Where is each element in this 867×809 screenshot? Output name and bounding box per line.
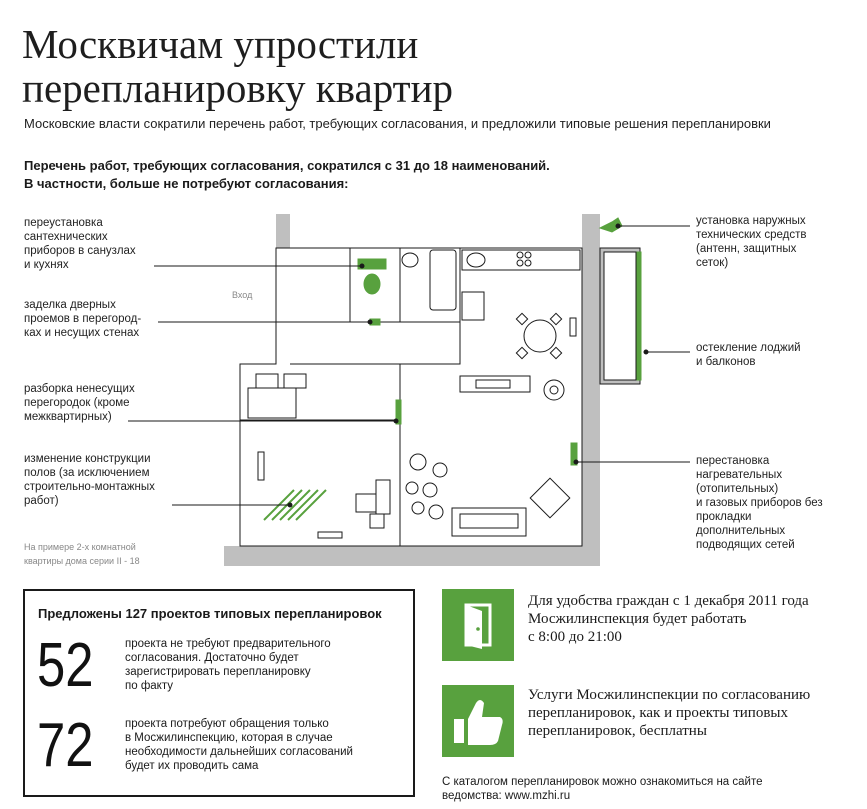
info-hours: Для удобства граждан с 1 декабря 2011 го…: [528, 593, 809, 645]
label-doorways: заделка дверных проемов в перегород- ках…: [24, 299, 142, 339]
label-glazing: остекление лоджий и балконов: [696, 342, 801, 368]
label-heating: перестановка нагревательных (отопительны…: [696, 455, 823, 551]
plan-note: На примере 2-х комнатной квартиры дома с…: [24, 542, 140, 566]
plants: [405, 453, 448, 520]
label-partitions: разборка ненесущих перегородок (кроме ме…: [24, 383, 135, 423]
intro-line-2: В частности, больше не потребуют согласо…: [24, 176, 349, 191]
door-icon: [442, 589, 514, 661]
projects-text-2: проекта потребуют обращения только в Мос…: [125, 718, 353, 772]
projects-text-1: проекта не требуют предварительного согл…: [125, 638, 331, 692]
page-title: Москвичам упростили перепланировку кварт…: [22, 21, 454, 111]
info-free: Услуги Мосжилинспекции по согласованию п…: [528, 687, 811, 739]
intro-text: Перечень работ, требующих согласования, …: [24, 157, 724, 193]
entrance-label: Вход: [232, 290, 253, 300]
label-plumbing: переустановка сантехнических приборов в …: [24, 217, 136, 271]
label-floors: изменение конструкции полов (за исключен…: [24, 453, 155, 507]
balcony-inner: [603, 251, 637, 381]
page-subtitle: Московские власти сократили перечень раб…: [24, 116, 771, 131]
projects-count-2: 72: [37, 711, 94, 780]
leader-lines: [128, 223, 690, 508]
projects-box: Предложены 127 проектов типовых переплан…: [23, 589, 415, 797]
projects-title: Предложены 127 проектов типовых переплан…: [38, 606, 382, 621]
thumbs-up-icon: [442, 685, 514, 757]
intro-line-1: Перечень работ, требующих согласования, …: [24, 158, 550, 173]
footer-note: С каталогом перепланировок можно ознаком…: [442, 776, 763, 802]
label-antennas: установка наружных технических средств (…: [696, 215, 807, 269]
projects-count-1: 52: [37, 631, 94, 700]
